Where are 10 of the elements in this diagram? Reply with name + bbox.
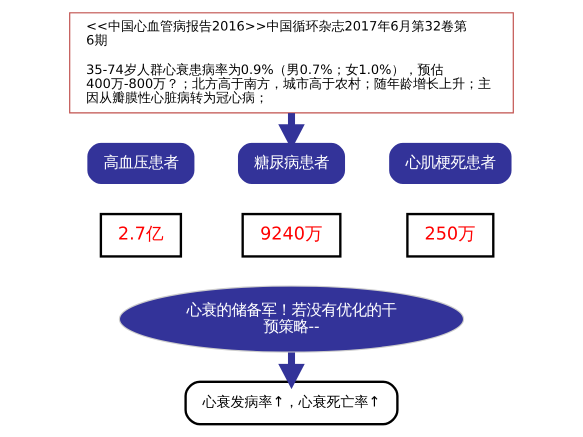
node-box: 2.7亿 [100, 212, 182, 258]
node-ellipse: 心衰的储备军！若没有优化的干预策略-- [118, 286, 464, 353]
node-box: 高血压患者 [86, 142, 196, 186]
node-box: 心衰发病率↑，心衰死亡率↑ [184, 380, 399, 426]
node-box: 糖尿病患者 [236, 142, 346, 186]
node-box: 9240万 [242, 212, 342, 258]
node-box: <<中国心血管病报告2016>>中国循环杂志2017年6月第32卷第6期 35-74岁人群心衰患病率为0.9%（男0.7%；女1.0%），预估400万-800万？；北方高于南方，城市高于农村；随年龄增长上升；主因从瓣膜性心脏病转为冠心病； [69, 12, 514, 114]
node-box: 250万 [406, 212, 494, 258]
arrow [278, 352, 305, 390]
node-box: 心肌梗死患者 [388, 142, 513, 186]
